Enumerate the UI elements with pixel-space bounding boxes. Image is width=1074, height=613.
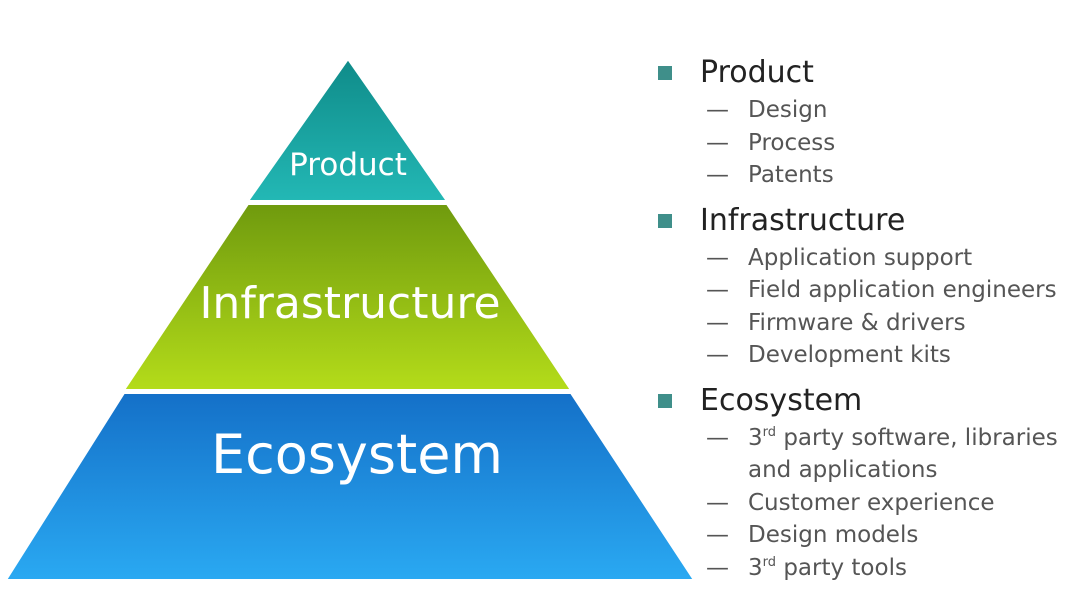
- item-rest: party tools: [776, 554, 907, 581]
- outline-heading-ecosystem: Ecosystem: [652, 380, 1072, 422]
- outline-item: — 3rd party software, libraries: [652, 422, 1072, 455]
- item-text: Application support: [748, 244, 973, 271]
- outline-heading-infrastructure: Infrastructure: [652, 200, 1072, 242]
- outline-item: — Design: [652, 94, 1072, 127]
- outline-item: — Customer experience: [652, 487, 1072, 520]
- item-num: 3: [748, 554, 763, 581]
- outline-list: Product — Design — Process — Patents Inf…: [652, 52, 1072, 592]
- outline-section-ecosystem: Ecosystem — 3rd party software, librarie…: [652, 380, 1072, 585]
- outline-item: — Patents: [652, 159, 1072, 192]
- item-num: 3: [748, 424, 763, 451]
- outline-item: — Field application engineers: [652, 274, 1072, 307]
- ordinal-suffix: rd: [762, 424, 777, 440]
- item-text: and applications: [748, 457, 938, 483]
- square-bullet-icon: [658, 213, 672, 228]
- pyramid-tier-product: [246, 57, 449, 202]
- dash-marker: —: [706, 162, 729, 188]
- outline-item: — 3rd party tools: [652, 552, 1072, 585]
- pyramid-label-infrastructure: Infrastructure: [199, 278, 500, 329]
- outline-item: — Development kits: [652, 339, 1072, 372]
- outline-item-continuation: and applications: [652, 454, 1072, 487]
- dash-marker: —: [706, 554, 729, 581]
- outline-item: — Firmware & drivers: [652, 307, 1072, 340]
- outline-item: — Process: [652, 127, 1072, 160]
- square-bullet-icon: [658, 66, 672, 80]
- item-text: Firmware & drivers: [748, 309, 966, 336]
- outline-section-infrastructure: Infrastructure — Application support — F…: [652, 200, 1072, 372]
- ordinal-suffix: rd: [762, 554, 777, 570]
- item-text: Customer experience: [748, 489, 995, 516]
- dash-marker: —: [706, 342, 729, 368]
- pyramid-label-ecosystem: Ecosystem: [211, 423, 503, 486]
- dash-marker: —: [706, 489, 729, 516]
- outline-item: — Design models: [652, 519, 1072, 552]
- dash-marker: —: [706, 129, 729, 156]
- dash-marker: —: [706, 424, 729, 451]
- item-text: 3rd party tools: [748, 552, 907, 585]
- item-text: Development kits: [748, 342, 951, 368]
- dash-marker: —: [706, 244, 729, 271]
- item-rest: party software, libraries: [776, 424, 1058, 451]
- dash-marker: —: [706, 522, 729, 548]
- item-text: Field application engineers: [748, 277, 1057, 303]
- item-text: Patents: [748, 162, 834, 188]
- pyramid-diagram: Product Infrastructure Ecosystem: [4, 57, 696, 581]
- item-text: Process: [748, 129, 836, 156]
- outline-item: — Application support: [652, 242, 1072, 275]
- item-text: Design: [748, 97, 828, 123]
- outline-heading-product: Product: [652, 52, 1072, 94]
- item-text: 3rd party software, libraries: [748, 422, 1058, 455]
- heading-text: Infrastructure: [700, 202, 906, 238]
- dash-marker: —: [706, 309, 729, 336]
- dash-marker: —: [706, 97, 729, 123]
- pyramid-tier-ecosystem: [4, 392, 696, 581]
- square-bullet-icon: [658, 393, 672, 408]
- dash-marker: —: [706, 277, 729, 303]
- pyramid-tier-infrastructure: [122, 203, 573, 391]
- item-text: Design models: [748, 522, 919, 548]
- heading-text: Product: [700, 55, 814, 90]
- pyramid-label-product: Product: [289, 147, 407, 183]
- outline-section-product: Product — Design — Process — Patents: [652, 52, 1072, 192]
- heading-text: Ecosystem: [700, 382, 863, 418]
